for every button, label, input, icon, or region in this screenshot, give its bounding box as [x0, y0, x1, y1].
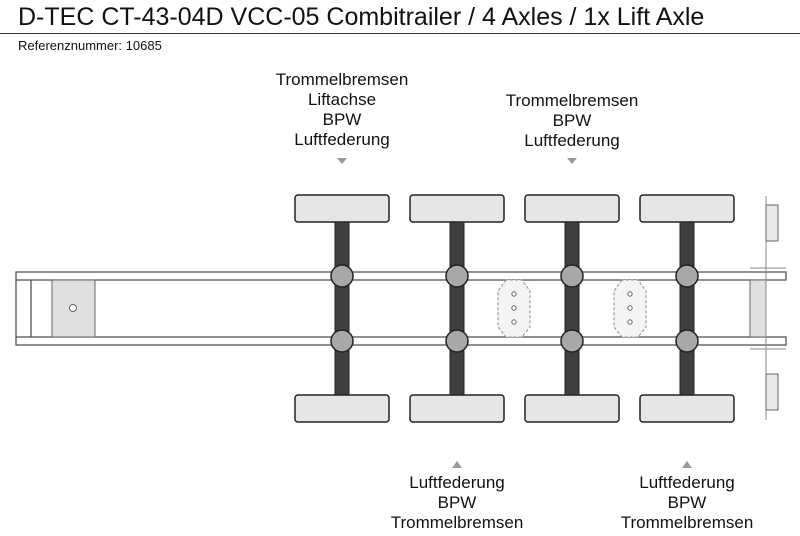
axle: [409, 194, 505, 423]
wheel-bottom: [409, 394, 505, 423]
wheel-bottom: [294, 394, 390, 423]
wheel-top: [294, 194, 390, 223]
label-axle-2-bottom: Luftfederung BPW Trommelbremsen: [390, 473, 524, 532]
suspension-hub: [330, 264, 354, 288]
arrow-up-icon: [682, 461, 692, 468]
wheel-top: [524, 194, 620, 223]
page-title: D-TEC CT-43-04D VCC-05 Combitrailer / 4 …: [18, 3, 705, 31]
arrow-down-icon: [337, 158, 347, 164]
rear-end: [749, 196, 786, 420]
wheel-bottom: [524, 394, 620, 423]
label-lift-axle: Trommelbremsen Liftachse BPW Luftfederun…: [275, 70, 409, 149]
suspension-hub: [560, 264, 584, 288]
suspension-hub: [675, 264, 699, 288]
reference-number: Referenznummer: 10685: [18, 38, 162, 53]
title-divider: [0, 33, 800, 34]
front-plate: [51, 279, 96, 338]
label-axle-3-top: Trommelbremsen BPW Luftfederung: [505, 91, 639, 150]
cross-member-2: [613, 279, 647, 338]
arrow-up-icon: [452, 461, 462, 468]
suspension-hub: [330, 329, 354, 353]
axle: [639, 194, 735, 423]
suspension-hub: [445, 264, 469, 288]
wheel-bottom: [639, 394, 735, 423]
suspension-hub: [675, 329, 699, 353]
lift-axle: [294, 194, 390, 423]
axle: [524, 194, 620, 423]
suspension-hub: [560, 329, 584, 353]
wheel-top: [409, 194, 505, 223]
chassis-frame: [15, 271, 787, 346]
cross-member-1: [497, 279, 531, 338]
arrow-down-icon: [567, 158, 577, 164]
suspension-hub: [445, 329, 469, 353]
wheel-top: [639, 194, 735, 223]
label-axle-4-bottom: Luftfederung BPW Trommelbremsen: [620, 473, 754, 532]
